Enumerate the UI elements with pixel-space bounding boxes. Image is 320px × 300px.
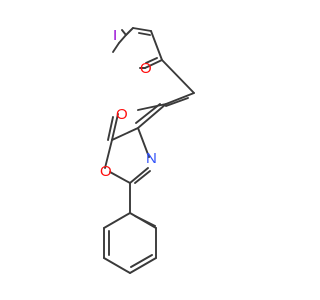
bond	[121, 29, 127, 36]
atom-labels: I O O O N	[100, 27, 157, 180]
bond	[107, 116, 114, 141]
bond	[125, 27, 134, 36]
bond	[161, 59, 195, 94]
chain	[135, 59, 195, 129]
structure-diagram: I O O O N	[100, 27, 195, 274]
bond	[112, 42, 120, 53]
nitrogen-label: N	[146, 150, 157, 167]
furan-oxygen-label: O	[140, 60, 152, 77]
bond	[129, 257, 157, 274]
bond	[118, 34, 127, 44]
ring-oxygen-label: O	[100, 163, 112, 180]
bond	[103, 212, 131, 229]
bond	[138, 32, 151, 36]
phenyl-ring	[103, 182, 157, 274]
bond	[144, 59, 163, 69]
bond	[134, 170, 151, 184]
bond	[137, 127, 150, 158]
oxazolone-ring	[104, 113, 151, 184]
bond	[104, 139, 113, 169]
bond	[132, 27, 152, 32]
bond	[109, 171, 131, 184]
bond	[150, 30, 163, 61]
bond	[134, 215, 156, 227]
bond	[137, 103, 167, 111]
bond	[111, 127, 139, 141]
bond	[145, 57, 158, 64]
bond	[103, 257, 131, 274]
bond	[135, 103, 161, 124]
bond	[130, 254, 153, 268]
bond	[165, 92, 195, 105]
bond	[111, 113, 119, 141]
bond	[129, 167, 149, 184]
bond	[165, 97, 189, 107]
furan-ring	[112, 27, 163, 69]
bond	[137, 103, 167, 129]
carbonyl-oxygen-label: O	[116, 106, 128, 123]
iodine-label: I	[113, 27, 117, 44]
